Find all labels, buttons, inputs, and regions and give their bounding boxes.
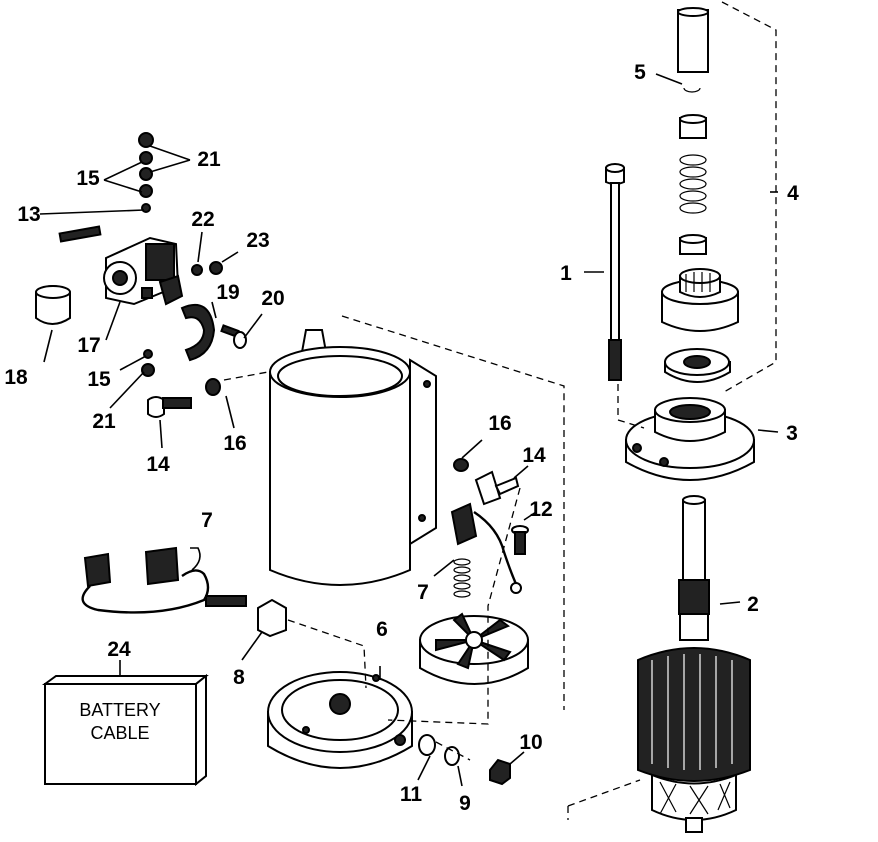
washer-22 [191,264,203,276]
callout-21-bottom: 21 [92,410,116,433]
callout-16-right: 16 [488,412,511,435]
screw-20 [220,324,247,349]
washer-16-left [205,378,221,396]
nuts-and-washers-top [138,132,154,213]
brush-holder [419,612,529,685]
retaining-ring [683,87,701,93]
washer-11 [418,734,436,756]
callout-10: 10 [519,731,542,754]
callout-3: 3 [786,422,798,445]
nut-23 [209,261,223,275]
callout-6: 6 [376,618,388,641]
battery-box-label-line2: CABLE [90,723,149,743]
thru-bolt [605,163,625,381]
callout-17: 17 [77,334,100,357]
washer-9 [444,746,460,766]
battery-cable-box [41,673,209,787]
bolt-14-right [474,470,520,506]
callout-13: 13 [17,203,40,226]
drive-sleeve [677,9,709,73]
assembly-dashed-lines [223,1,777,820]
callout-numbers: 1 2 3 4 5 6 7 7 8 9 10 11 12 13 14 14 15… [4,61,799,815]
callout-14-left: 14 [146,453,170,476]
armature [637,495,751,833]
upper-end-cap [625,397,755,481]
brush-and-spring [450,502,522,598]
drive-sleeve-top [677,7,709,17]
callout-9: 9 [459,792,471,815]
bolt-14-left [147,396,192,418]
callout-18: 18 [4,366,28,389]
callout-7-left: 7 [201,509,213,532]
washer-16-right [453,458,469,472]
callout-20: 20 [261,287,284,310]
callout-14-right: 14 [522,444,546,467]
callout-23: 23 [246,229,269,252]
callout-11: 11 [400,783,423,806]
drive-hub [664,348,731,383]
solenoid-assembly [103,236,184,306]
drive-assembly [661,7,739,383]
nut-10 [489,758,511,786]
callout-2: 2 [747,593,759,616]
callout-21-top: 21 [197,148,221,171]
bracket-19 [180,303,216,362]
leader-lines [39,73,779,787]
callout-24: 24 [107,638,131,661]
battery-box-label-line1: BATTERY [79,700,160,720]
callout-5: 5 [634,61,646,84]
field-frame [269,329,437,586]
anti-drift-spring [679,154,707,214]
lower-end-cap [267,671,413,769]
callout-8: 8 [233,666,245,689]
nut-21-bottom [141,363,155,377]
pinion-gear [661,268,739,332]
callout-22: 22 [191,208,214,231]
callout-4: 4 [787,182,799,205]
callout-12: 12 [529,498,552,521]
terminal-insulator [257,598,287,638]
callout-1: 1 [560,262,572,285]
callout-15-top: 15 [76,167,100,190]
callout-15-bottom: 15 [87,368,111,391]
brush-lead-set [81,546,247,614]
callout-16-left: 16 [223,432,246,455]
terminal-stud-13 [58,225,102,243]
callout-19: 19 [216,281,239,304]
callout-7-right: 7 [417,581,429,604]
screw-12 [511,525,529,555]
